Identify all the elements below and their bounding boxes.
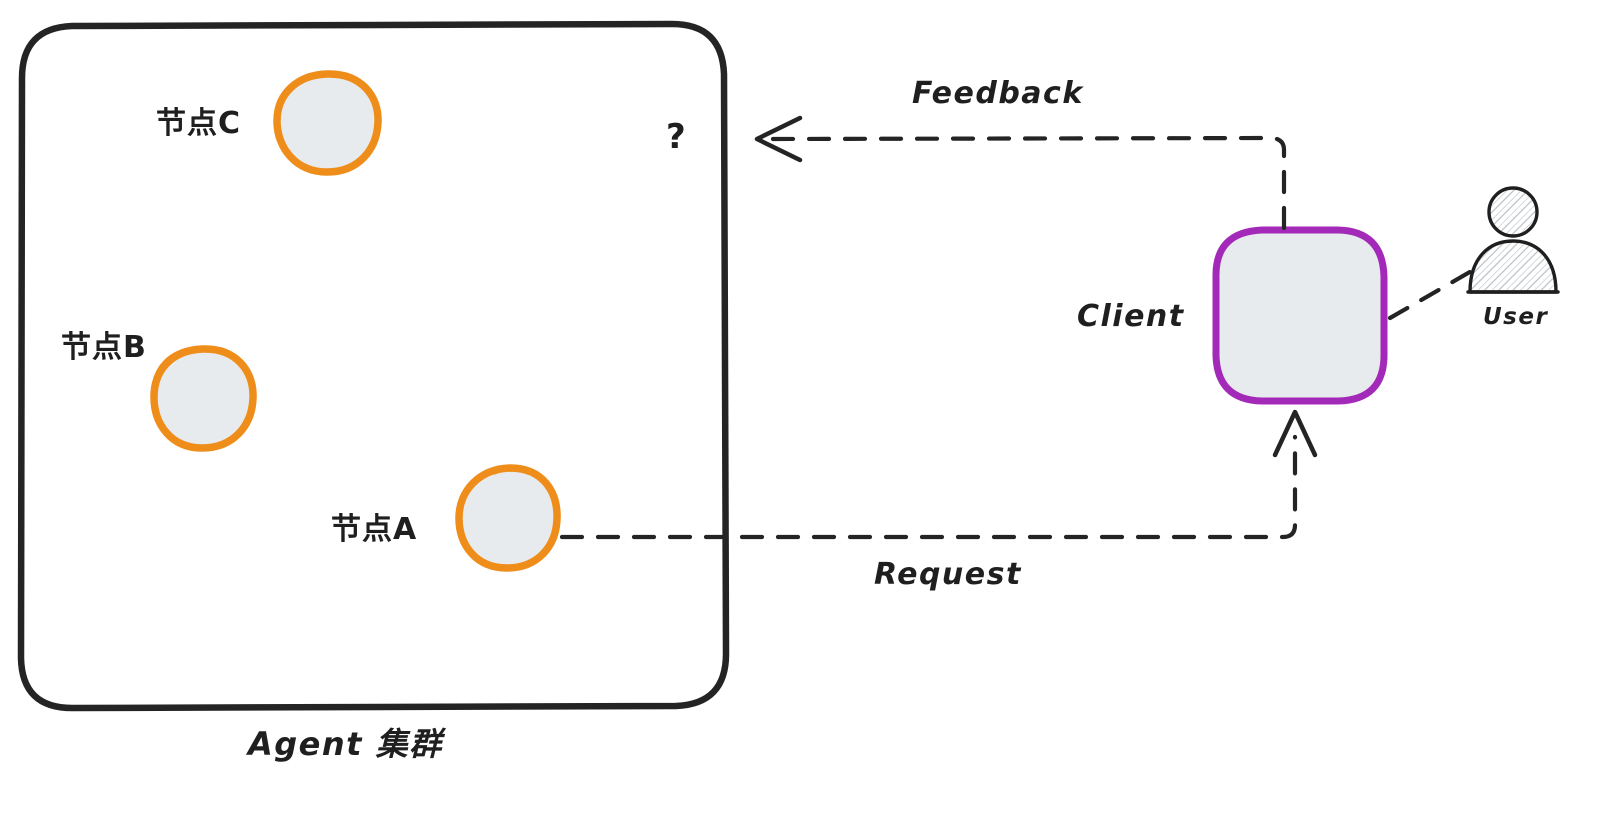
feedback-edge[interactable] [754, 115, 1287, 231]
node-b-label: 节点B [61, 330, 147, 365]
node-b-shape[interactable] [150, 345, 257, 452]
user-actor-icon [1466, 186, 1560, 294]
client-user-edge[interactable] [1387, 262, 1485, 321]
feedback-edge-label: Feedback [912, 76, 1084, 111]
user-actor-label: User [1483, 304, 1549, 330]
node-a-shape[interactable] [455, 464, 561, 572]
node-c-label: 节点C [156, 106, 242, 141]
agent-cluster-label: Agent 集群 [248, 725, 443, 763]
request-edge-label: Request [874, 557, 1022, 592]
client-box-label: Client [1077, 299, 1185, 334]
client-box-shape[interactable] [1212, 226, 1388, 405]
node-a-label: 节点A [331, 512, 418, 547]
question-mark-label: ? [666, 117, 686, 157]
request-edge[interactable] [559, 409, 1318, 540]
node-c-shape[interactable] [273, 70, 382, 176]
